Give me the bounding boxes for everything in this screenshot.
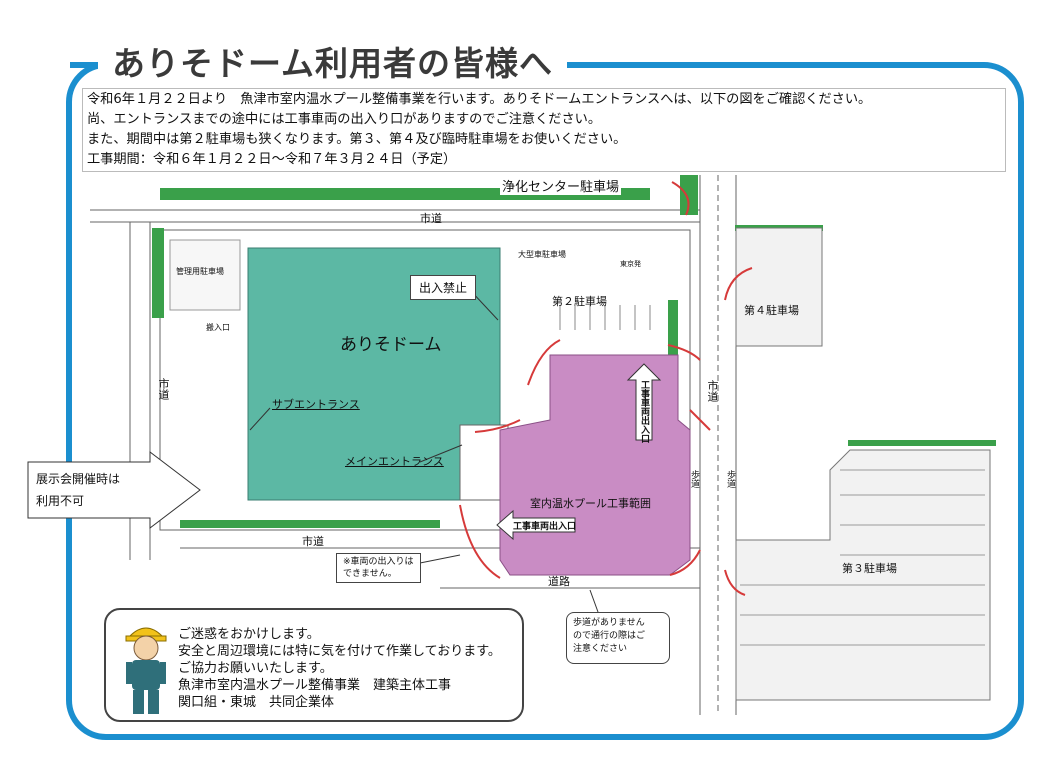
no-entry-callout: 出入禁止 <box>410 275 477 300</box>
arrow-p2-left <box>527 339 561 386</box>
toukyoukei-label: 東京発 <box>620 260 641 268</box>
parking-3-label: 第３駐車場 <box>842 562 897 575</box>
sidewalk-right-label: 歩道 <box>725 470 735 488</box>
city-road-top-label: 市道 <box>420 212 442 225</box>
construction-area-label: 室内温水プール工事範囲 <box>530 497 651 510</box>
page-title: ありそドーム利用者の皆様へ <box>98 40 568 88</box>
green-belt-p3 <box>848 440 996 446</box>
no-vehicle-line-2: できません。 <box>343 569 397 579</box>
message-line-4: 魚津市室内温水プール整備事業 建築主体工事 <box>178 678 452 693</box>
exhibition-note-line-1: 展示会開催時は <box>36 472 121 486</box>
parking-4-label: 第４駐車場 <box>744 304 799 317</box>
no-vehicle-callout: ※車両の出入りは できません。 <box>336 553 421 583</box>
no-entry-label: 出入禁止 <box>419 281 468 295</box>
parking-3-area <box>735 449 991 701</box>
no-vehicle-line-1: ※車両の出入りは <box>343 557 414 567</box>
notice-line-2: 尚、エントランスまでの途中には工事車両の出入り口がありますのでご注意ください。 <box>87 112 602 127</box>
notice-line-4: 工事期間：令和６年１月２２日〜令和７年３月２４日（予定） <box>87 152 457 167</box>
main-entrance-label: メインエントランス <box>345 455 444 468</box>
message-line-1: ご迷惑をおかけします。 <box>178 627 320 642</box>
arrow-p4 <box>724 267 753 301</box>
construction-gate-horizontal-label: 工事車両出入口 <box>513 522 577 532</box>
sidewalk-note-callout: 歩道がありません ので通行の際はご 注意ください <box>566 612 670 664</box>
city-road-left-label: 市道 <box>157 378 170 400</box>
management-parking-label: 管理用駐車場 <box>176 267 224 276</box>
notice-line-1: 令和6年１月２２日より 魚津市室内温水プール整備事業を行います。ありそドームエン… <box>87 92 872 107</box>
arrow-bottom-right <box>669 549 701 576</box>
arrow-bottom-left <box>459 504 501 579</box>
arrow-p3 <box>724 569 746 596</box>
message-line-3: ご協力お願いいたします。 <box>178 661 333 676</box>
construction-gate-vertical-label: 工事車両出入口 <box>639 380 649 443</box>
exhibition-arrow <box>27 450 201 530</box>
management-parking-area <box>169 239 241 311</box>
message-line-2: 安全と周辺環境には特に気を付けて作業しております。 <box>178 644 501 659</box>
arisodome-label: ありそドーム <box>340 335 442 355</box>
arrow-p2-right <box>667 344 701 361</box>
exhibition-note-line-2: 利用不可 <box>36 494 85 508</box>
message-box: ご迷惑をおかけします。 安全と周辺環境には特に気を付けて作業しております。 ご協… <box>104 608 524 722</box>
title-dash <box>70 62 100 68</box>
sidewalk-left-label: 歩道 <box>689 470 699 488</box>
green-belt-topright <box>680 175 698 215</box>
parking-4-area <box>735 227 823 347</box>
exhibition-note: 展示会開催時は 利用不可 <box>36 468 120 512</box>
green-belt-p2 <box>668 300 678 360</box>
message-line-5: 関口組・東城 共同企業体 <box>178 695 335 710</box>
site-outline <box>159 229 691 531</box>
sidewalk-note-line-3: 注意ください <box>573 644 628 654</box>
city-road-bottom-label: 市道 <box>302 535 324 548</box>
loading-entrance-label: 搬入口 <box>206 323 230 332</box>
arrow-entrance <box>474 419 521 433</box>
construction-area <box>499 354 691 576</box>
construction-gate-arrow-left <box>496 509 576 541</box>
sidewalk-note-line-1: 歩道がありません <box>573 618 645 628</box>
sub-entrance-label: サブエントランス <box>272 398 360 411</box>
parking-2-label: 第２駐車場 <box>552 295 607 308</box>
sidewalk-note-line-2: ので通行の際はご <box>573 631 646 641</box>
construction-gate-arrow-up <box>626 363 662 441</box>
notice-box: 令和6年１月２２日より 魚津市室内温水プール整備事業を行います。ありそドームエン… <box>82 88 1006 172</box>
message-text: ご迷惑をおかけします。 安全と周辺環境には特に気を付けて作業しております。 ご協… <box>178 626 501 711</box>
notice-line-3: また、期間中は第２駐車場も狭くなります。第３、第４及び臨時駐車場をお使いください… <box>87 132 627 147</box>
green-belt-left <box>152 228 164 318</box>
jouka-parking-label: 浄化センター駐車場 <box>500 176 622 195</box>
arrow-top <box>671 181 690 216</box>
construction-worker-icon <box>125 627 167 714</box>
large-vehicle-parking-label: 大型車駐車場 <box>518 250 566 259</box>
green-belt-bottom <box>180 520 440 528</box>
arrow-right-mid <box>689 409 711 431</box>
road-bottom-label: 道路 <box>548 575 570 588</box>
city-road-right-label: 市道 <box>706 380 719 402</box>
